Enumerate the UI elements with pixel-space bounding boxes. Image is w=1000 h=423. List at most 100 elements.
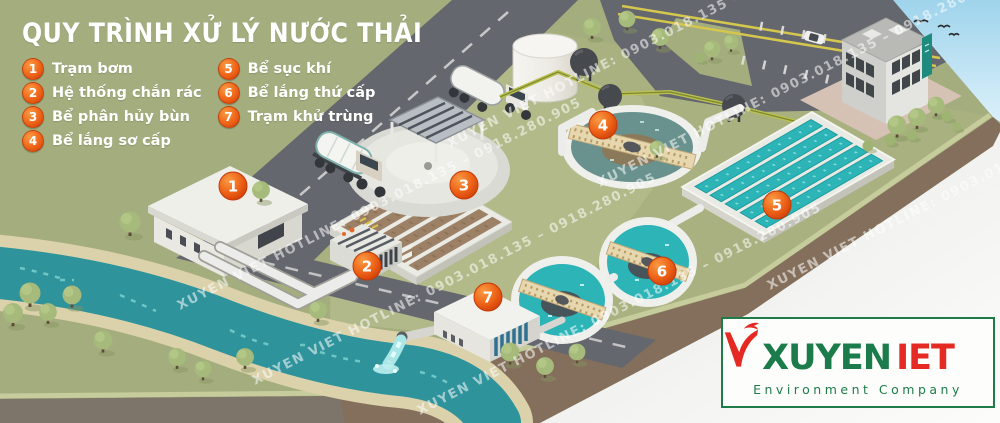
basin-wall-left bbox=[682, 187, 765, 243]
dark-tank-group bbox=[570, 48, 746, 122]
legend: 1 Trạm bơm 2 Hệ thống chắn rác 3 Bể phân… bbox=[22, 58, 376, 152]
marker-number: 6 bbox=[657, 263, 667, 281]
yellow-railing bbox=[359, 217, 379, 229]
legend-item-label: Bể phân hủy bùn bbox=[52, 109, 190, 125]
windows-left bbox=[846, 52, 874, 98]
inlet-pipe bbox=[536, 316, 566, 334]
company-logo: XUYEN IET Environment Company bbox=[721, 317, 995, 408]
logo-name-row: XUYEN IET bbox=[724, 322, 955, 379]
map-marker-5: 5 bbox=[762, 190, 792, 220]
canopy-legs bbox=[390, 99, 484, 162]
legend-item-label: Trạm khử trùng bbox=[247, 109, 374, 125]
map-marker-4: 4 bbox=[588, 110, 618, 140]
legend-item-5: 5 Bể sục khí bbox=[217, 58, 376, 80]
company-sign bbox=[922, 33, 932, 79]
discharge-pipe bbox=[399, 325, 441, 342]
bed-lane bbox=[394, 209, 489, 263]
legend-item-2: 2 Hệ thống chắn rác bbox=[22, 82, 202, 104]
truck-wheel bbox=[343, 172, 354, 183]
canopy-roof bbox=[388, 96, 486, 144]
storage-tank bbox=[512, 33, 578, 103]
marker-number: 1 bbox=[228, 178, 238, 196]
marker-number: 3 bbox=[459, 177, 469, 195]
car bbox=[803, 30, 825, 45]
truck-wheel bbox=[314, 157, 325, 168]
map-marker-7: 7 bbox=[473, 282, 503, 312]
truck-wheel bbox=[505, 103, 515, 113]
clarifier-pipe-west bbox=[558, 108, 596, 156]
legend-marker: 3 bbox=[22, 106, 44, 128]
screen-roof bbox=[330, 224, 402, 258]
pump-vent bbox=[258, 219, 284, 249]
foam bbox=[375, 364, 379, 368]
screen-roof-slats bbox=[337, 227, 395, 256]
sign-text-lines bbox=[924, 43, 930, 53]
logo-text-xuyen: XUYEN bbox=[762, 337, 892, 378]
parking-stripes-1 bbox=[759, 21, 893, 57]
beds-wall-right bbox=[416, 222, 512, 285]
legend-item-7: 7 Trạm khử trùng bbox=[217, 106, 376, 128]
intake-pipes bbox=[198, 241, 368, 310]
dome-vent-icon bbox=[424, 162, 432, 170]
logo-text-iet: IET bbox=[896, 337, 955, 378]
disinfection-station bbox=[396, 288, 566, 362]
parking-stripes-2 bbox=[741, 55, 877, 95]
legend-item-4: 4 Bể lắng sơ cấp bbox=[22, 130, 202, 152]
map-marker-1: 1 bbox=[218, 171, 248, 201]
marker-number: 5 bbox=[772, 197, 782, 215]
truck-wheel bbox=[459, 92, 470, 103]
legend-item-3: 3 Bể phân hủy bùn bbox=[22, 106, 202, 128]
clarifier-pipe-east bbox=[698, 104, 744, 152]
legend-item-6: 6 Bể lắng thứ cấp bbox=[217, 82, 376, 104]
door-slits bbox=[443, 330, 463, 347]
river bbox=[0, 234, 533, 423]
chemical-pipe-line bbox=[499, 71, 807, 125]
station-roof bbox=[434, 288, 540, 340]
map-marker-3: 3 bbox=[449, 170, 479, 200]
truck-wheel bbox=[448, 87, 459, 98]
legend-item-1: 1 Trạm bơm bbox=[22, 58, 202, 80]
legend-column-2: 5 Bể sục khí 6 Bể lắng thứ cấp 7 Trạm kh… bbox=[217, 58, 376, 151]
legend-item-label: Bể lắng sơ cấp bbox=[52, 133, 171, 149]
rooftop-ac-units-icon bbox=[862, 25, 908, 39]
clarifier-bridge bbox=[517, 278, 607, 321]
legend-marker: 1 bbox=[22, 58, 44, 80]
station-wall-left bbox=[434, 312, 490, 362]
platform-front-edge bbox=[0, 396, 345, 423]
pump-windows bbox=[166, 228, 200, 254]
marker-number: 4 bbox=[598, 117, 608, 135]
screen-stairs bbox=[402, 243, 412, 261]
waterfall-outfall bbox=[373, 334, 407, 374]
orange-fitting bbox=[342, 232, 346, 236]
marker-number: 7 bbox=[483, 289, 493, 307]
viet-v-swoosh-icon bbox=[724, 322, 759, 367]
legend-item-label: Trạm bơm bbox=[52, 61, 133, 77]
logo-subtitle: Environment Company bbox=[753, 381, 963, 397]
bed-lane bbox=[408, 216, 502, 271]
windows-right bbox=[892, 49, 920, 95]
tank-top bbox=[512, 33, 578, 59]
map-marker-6: 6 bbox=[647, 256, 677, 286]
orange-fitting bbox=[349, 227, 355, 233]
truck-wheel bbox=[325, 163, 336, 174]
legend-item-label: Bể sục khí bbox=[247, 61, 332, 77]
platform-side-edge bbox=[0, 117, 1000, 423]
legend-marker: 2 bbox=[22, 82, 44, 104]
sky bbox=[893, 0, 1000, 122]
canopy-slats bbox=[398, 101, 473, 140]
legend-marker: 7 bbox=[217, 106, 240, 128]
legend-item-label: Hệ thống chắn rác bbox=[52, 85, 202, 101]
pump-roof-rim-left bbox=[148, 206, 226, 251]
pump-roof-rim-right bbox=[226, 204, 308, 251]
truck-windshield bbox=[360, 154, 378, 171]
blue-vents bbox=[494, 322, 528, 356]
foam bbox=[393, 369, 397, 373]
legend-marker: 4 bbox=[22, 130, 44, 152]
legend-item-label: Bể lắng thứ cấp bbox=[247, 85, 376, 101]
map-marker-2: 2 bbox=[352, 251, 382, 281]
road-centerline bbox=[255, 11, 509, 235]
truck-wheel bbox=[477, 101, 488, 112]
aeration-bubbles bbox=[704, 125, 873, 223]
